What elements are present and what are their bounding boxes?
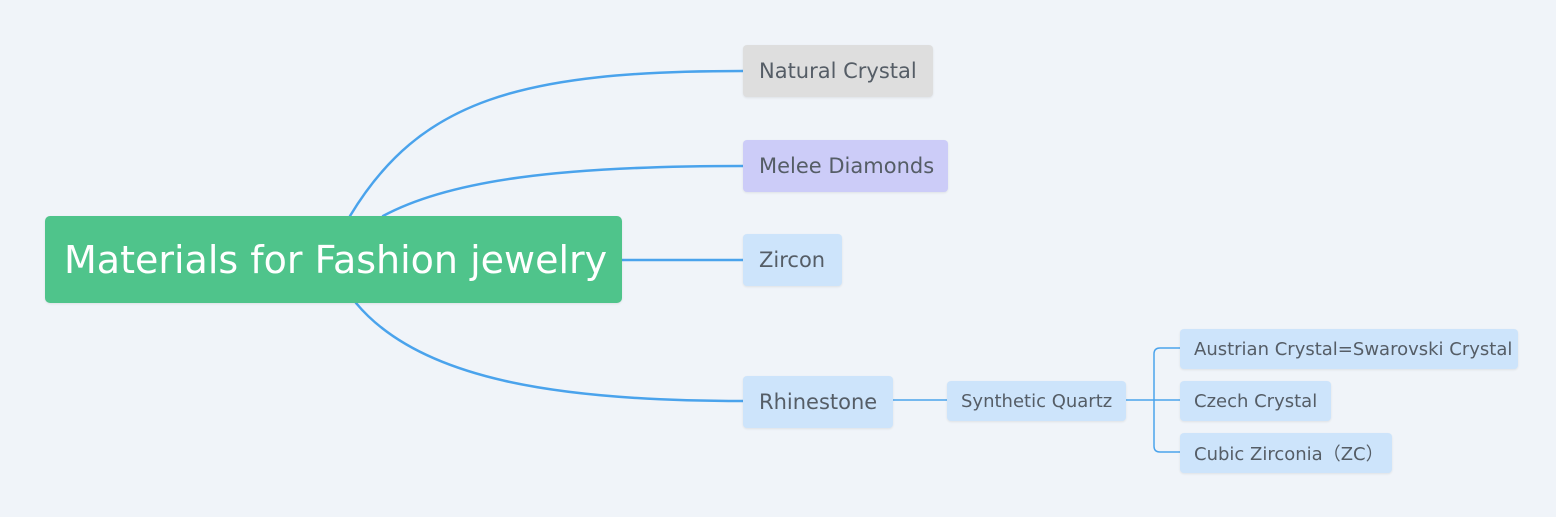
topic-natural-crystal[interactable]: Natural Crystal xyxy=(743,45,933,97)
topic-zircon[interactable]: Zircon xyxy=(743,234,842,286)
topic-label: Natural Crystal xyxy=(759,59,917,83)
subtopic-label: Czech Crystal xyxy=(1194,390,1318,412)
subtopic-label: Cubic Zirconia（ZC） xyxy=(1194,444,1384,465)
topic-rhinestone[interactable]: Rhinestone xyxy=(743,376,893,428)
root-topic-label: Materials for Fashion jewelry xyxy=(64,237,608,282)
topic-label: Rhinestone xyxy=(759,390,878,414)
connector-natural-crystal xyxy=(348,69,745,218)
connector-rhinestone xyxy=(354,301,745,403)
connector-melee-diamonds xyxy=(381,164,745,218)
topic-label: Zircon xyxy=(759,248,826,272)
subtopic-synthetic-quartz[interactable]: Synthetic Quartz xyxy=(947,381,1126,421)
subtopic-cubic-zirconia[interactable]: Cubic Zirconia（ZC） xyxy=(1180,433,1392,473)
root-topic[interactable]: Materials for Fashion jewelry xyxy=(45,216,622,303)
subtopic-austrian-crystal[interactable]: Austrian Crystal=Swarovski Crystal xyxy=(1180,329,1518,369)
topic-melee-diamonds[interactable]: Melee Diamonds xyxy=(743,140,948,192)
subtopic-label: Austrian Crystal=Swarovski Crystal xyxy=(1194,338,1513,360)
subtopic-czech-crystal[interactable]: Czech Crystal xyxy=(1180,381,1331,421)
topic-label: Melee Diamonds xyxy=(759,154,935,178)
connector-cubic-zirconia xyxy=(1153,399,1181,453)
subtopic-label: Synthetic Quartz xyxy=(961,390,1113,412)
connector-austrian-crystal xyxy=(1153,347,1181,401)
